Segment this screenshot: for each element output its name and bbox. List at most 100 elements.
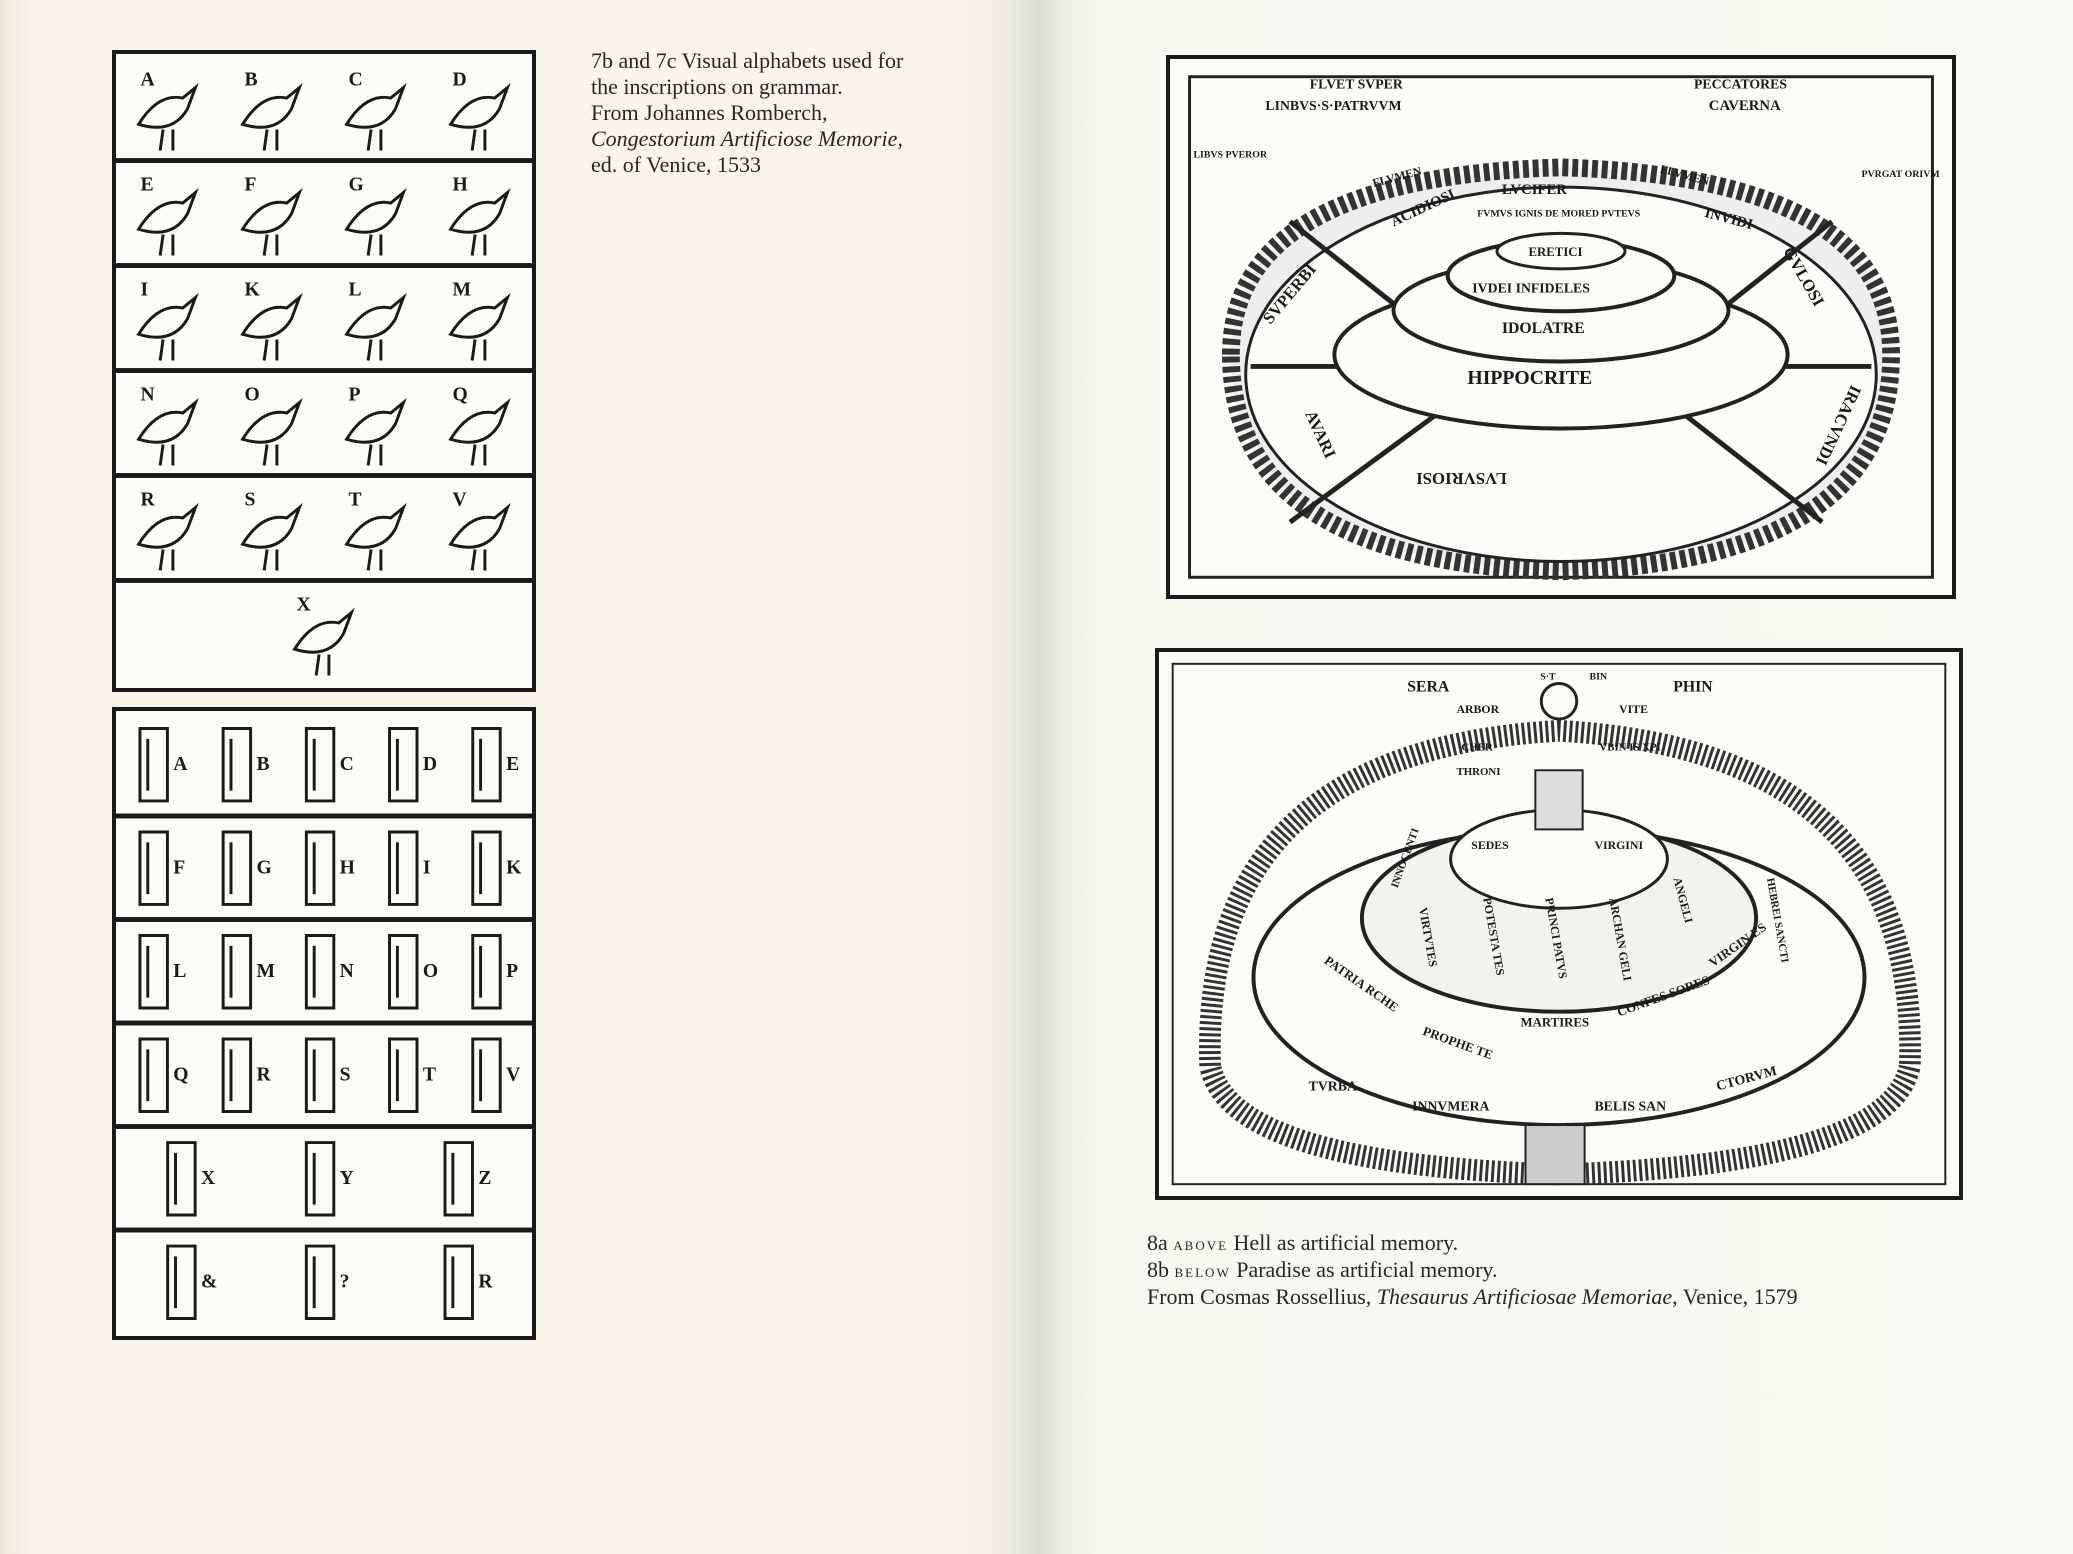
alphabet-glyph-object: C [304,727,354,803]
book-title: Thesaurus Artificiosae Memoriae [1376,1284,1673,1309]
hell-label: LIBVS PVEROR [1193,150,1267,161]
alphabet-letter: F [173,857,185,878]
alphabet-letter: R [256,1064,271,1085]
caption-text: Paradise as artificial memory. [1236,1257,1498,1282]
figure-number: 8b [1147,1257,1169,1282]
object-icon [138,830,169,906]
object-icon [471,727,502,803]
alphabet-glyph-object: S [304,1037,351,1113]
alphabet-glyph-object: T [388,1037,436,1113]
alphabet-letter: S [340,1064,351,1085]
alphabet-glyph-bird: V [448,489,511,571]
paradise-label: TVRBA [1309,1079,1357,1094]
alphabet-glyph-bird: S [240,489,303,571]
alphabet-letter: A [141,69,156,90]
alphabet-letter: Y [340,1168,354,1189]
hell-label: PVRGAT ORIVM [1862,169,1940,180]
alphabet-glyph-object: B [221,727,270,803]
alphabet-glyph-bird: Q [448,384,511,466]
alphabet-letter: B [256,754,269,775]
alphabet-glyph-bird: M [448,279,511,361]
alphabet-letter: O [423,961,438,982]
alphabet-glyph-object: I [388,830,431,906]
bird-icon [344,502,407,571]
object-icon [443,1141,474,1217]
alphabet-glyph-object: M [221,934,275,1010]
hell-label: LINBVS·S·PATRVVM [1265,98,1401,113]
object-icon [304,1037,336,1113]
object-icon [304,830,336,906]
object-icon [388,727,419,803]
alphabet-letter: R [478,1271,493,1292]
alphabet-glyph-bird: P [344,384,407,466]
alphabet-letter: L [173,961,186,982]
caption-line: the inscriptions on grammar. [591,74,843,99]
object-icon [166,1141,197,1217]
row-divider [116,368,532,373]
alphabet-glyph-object: ? [304,1244,350,1320]
book-title: Congestorium Artificiose Memorie, [591,126,903,151]
alphabet-letter: K [245,279,261,300]
hell-label: FLVET SVPER [1310,77,1404,92]
alphabet-glyph-bird: E [136,174,199,256]
object-icon [221,1037,253,1113]
alphabet-letter: X [201,1168,215,1189]
paradise-label: ARBOR [1457,702,1500,716]
hell-label: LVSVRIOSI [1416,469,1507,488]
row-divider [116,578,532,583]
alphabet-glyph-bird: T [344,489,407,571]
caption-line: From Cosmas Rossellius, Thesaurus Artifi… [1147,1284,1798,1310]
alphabet-glyph-object: K [471,830,522,906]
bird-icon [448,292,511,361]
object-icon [304,1141,336,1217]
alphabet-letter: H [453,174,468,195]
alphabet-letter: Q [173,1064,188,1085]
alphabet-glyph-object: L [138,934,186,1010]
paradise-label: CHER [1461,742,1492,754]
paradise-label: INNVMERA [1412,1098,1489,1113]
object-icon [304,727,336,803]
alphabet-glyph-object: O [388,934,438,1010]
alphabet-glyph-bird: G [344,174,407,256]
alphabet-letter: E [141,174,154,195]
alphabet-glyph-bird: C [344,69,407,151]
alphabet-letter: C [340,754,354,775]
object-icon [443,1244,474,1320]
object-icon [304,1244,336,1320]
figure-number: 8a [1147,1230,1168,1255]
paradise-woodcut: SERA S·T BIN PHIN ARBOR VITE CHER THRONI… [1171,662,1947,1186]
hell-label: IDOLATRE [1502,320,1585,337]
row-divider [116,917,532,922]
bird-icon [448,187,511,256]
alphabet-glyph-bird: N [136,384,199,466]
paradise-label: BELIS SAN [1594,1098,1666,1113]
paradise-label: SEDES [1471,838,1509,852]
alphabet-glyph-object: & [166,1244,217,1320]
bird-icon [136,82,199,151]
caption-line: 7b and 7c Visual alphabets used for [591,48,904,73]
alphabet-letter: G [349,174,364,195]
object-icon [221,830,253,906]
bird-icon [240,187,303,256]
bird-icon [136,397,199,466]
alphabet-glyph-bird: H [448,174,511,256]
position-label: below [1174,1261,1231,1281]
alphabet-glyph-object: Z [443,1141,491,1217]
alphabet-glyph-object: R [221,1037,271,1113]
paradise-label: VBIN IS XPI [1599,742,1660,754]
caption-line: ed. of Venice, 1533 [591,152,762,177]
bird-icon [344,397,407,466]
bird-icon [292,607,355,676]
bird-icon [136,502,199,571]
alphabet-letter: Q [453,384,468,405]
alphabet-letter: X [297,594,311,615]
bird-icon [448,502,511,571]
alphabet-letter: I [423,857,431,878]
alphabet-glyph-object: H [304,830,355,906]
alphabet-glyph-object: Y [304,1141,354,1217]
caption-figure-7: 7b and 7c Visual alphabets used for the … [591,48,903,178]
object-icon [221,934,253,1010]
bird-icon [344,82,407,151]
caption-text: , Venice, 1579 [1672,1284,1798,1309]
